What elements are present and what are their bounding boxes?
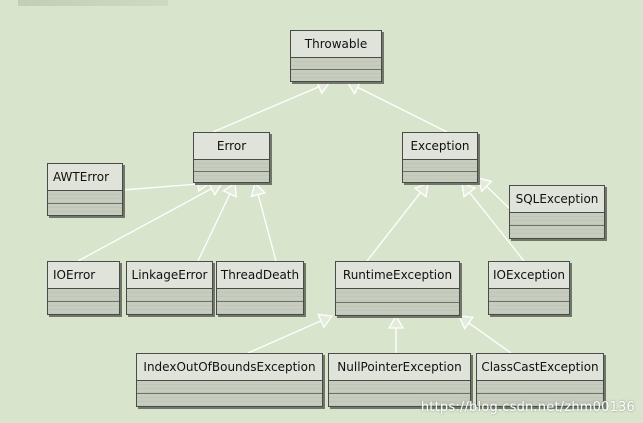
class-methods [137, 394, 322, 406]
class-methods [291, 70, 381, 81]
class-methods [48, 302, 119, 314]
class-name-sqlexception: SQLException [510, 186, 604, 213]
class-exception: Exception [402, 132, 478, 183]
edge-threaddeath-to-error [257, 194, 277, 262]
class-indexoutofbounds: IndexOutOfBoundsException [136, 353, 323, 407]
class-runtimeexception: RuntimeException [335, 261, 460, 316]
header-strip [18, 0, 168, 6]
class-name-exception: Exception [403, 133, 477, 160]
class-ioerror: IOError [47, 261, 120, 315]
inheritance-arrowhead [457, 315, 475, 330]
class-attributes [510, 213, 604, 226]
class-attributes [291, 58, 381, 70]
edge-linkageerror-to-error [197, 193, 231, 262]
class-linkageerror: LinkageError [126, 261, 213, 315]
inheritance-arrowhead [222, 181, 237, 198]
class-attributes [127, 289, 212, 302]
class-methods [48, 203, 122, 215]
class-sqlexception: SQLException [509, 185, 605, 239]
class-methods [217, 302, 303, 314]
class-threaddeath: ThreadDeath [216, 261, 304, 315]
inheritance-arrowhead [461, 181, 477, 198]
inheritance-arrowhead [387, 314, 405, 329]
inheritance-arrowhead [250, 181, 267, 198]
class-methods [127, 302, 212, 314]
class-error: Error [193, 132, 270, 183]
class-nullpointer: NullPointerException [328, 353, 471, 407]
class-attributes [403, 160, 477, 172]
edge-indexoutofbounds-to-runtimeexception [247, 320, 322, 354]
edge-exception-to-throwable [357, 86, 448, 133]
edge-classcast-to-runtimeexception [468, 322, 512, 354]
class-attributes [194, 160, 269, 172]
class-name-runtimeexception: RuntimeException [336, 262, 459, 289]
edge-runtimeexception-to-exception [366, 192, 422, 262]
class-attributes [217, 289, 303, 302]
edge-error-to-throwable [212, 86, 320, 133]
class-throwable: Throwable [290, 30, 382, 82]
class-methods [489, 302, 569, 314]
class-name-nullpointer: NullPointerException [329, 354, 470, 381]
class-name-classcast: ClassCastException [477, 354, 603, 381]
class-attributes [48, 191, 122, 204]
edge-sqlexception-to-exception [486, 185, 510, 209]
edge-ioexception-to-exception [468, 191, 525, 262]
class-name-ioexception: IOException [489, 262, 569, 289]
class-name-error: Error [194, 133, 269, 160]
class-classcast: ClassCastException [476, 353, 604, 407]
class-awterror: AWTError [47, 163, 123, 216]
class-name-threaddeath: ThreadDeath [217, 262, 303, 289]
watermark-url: https://blog.csdn.net/zhm00136 [420, 400, 635, 415]
inheritance-arrowhead [413, 181, 429, 198]
inheritance-arrowhead [317, 313, 334, 329]
class-name-awterror: AWTError [48, 164, 122, 191]
inheritance-arrowhead [315, 79, 332, 95]
class-attributes [137, 381, 322, 394]
class-name-ioerror: IOError [48, 262, 119, 289]
class-attributes [477, 381, 603, 394]
class-methods [510, 226, 604, 238]
inheritance-arrowhead [477, 177, 493, 193]
class-methods [477, 394, 603, 406]
class-name-indexoutofbounds: IndexOutOfBoundsException [137, 354, 322, 381]
class-attributes [489, 289, 569, 302]
class-attributes [48, 289, 119, 302]
edge-awterror-to-error [122, 183, 199, 191]
class-attributes [336, 289, 459, 303]
class-name-throwable: Throwable [291, 31, 381, 58]
class-methods [336, 302, 459, 315]
class-methods [329, 394, 470, 406]
class-ioexception: IOException [488, 261, 570, 315]
class-name-linkageerror: LinkageError [127, 262, 212, 289]
edge-ioerror-to-error [77, 188, 212, 262]
class-attributes [329, 381, 470, 394]
class-methods [403, 171, 477, 182]
class-methods [194, 171, 269, 182]
